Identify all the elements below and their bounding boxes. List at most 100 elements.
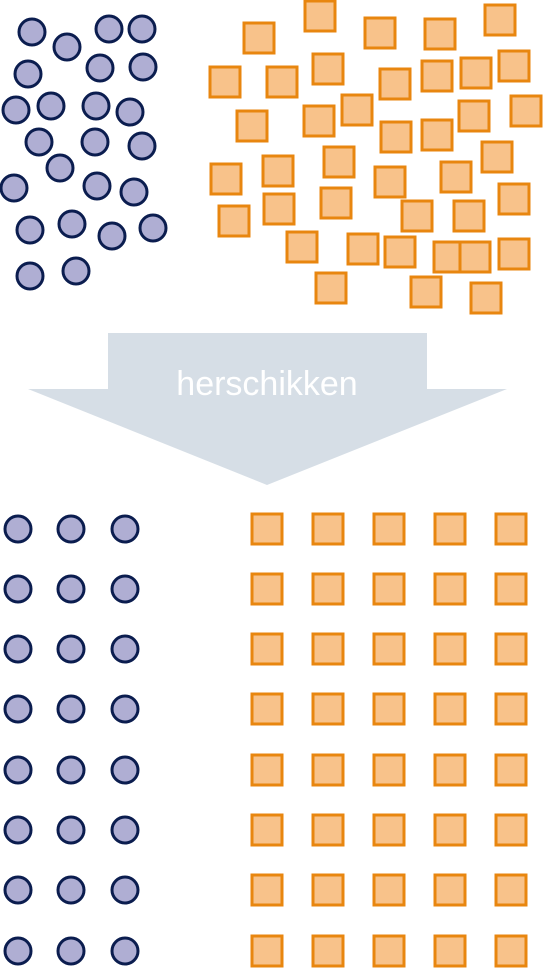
scattered-squares-group	[208, 0, 543, 315]
arranged-circle	[110, 815, 140, 845]
scattered-circle	[57, 209, 87, 239]
scattered-square	[497, 49, 531, 83]
arranged-circle	[56, 514, 86, 544]
scattered-circle	[97, 221, 127, 251]
arranged-circles-grid	[3, 514, 140, 966]
arranged-square	[311, 813, 345, 847]
arranged-square	[250, 813, 284, 847]
arranged-square	[433, 753, 467, 787]
arranged-square	[494, 753, 528, 787]
scattered-circle	[94, 14, 124, 44]
scattered-circle	[15, 261, 45, 291]
scattered-square	[235, 109, 269, 143]
arranged-square	[494, 512, 528, 546]
arranged-square	[250, 632, 284, 666]
scattered-square	[452, 199, 486, 233]
scattered-square	[423, 17, 457, 51]
arranged-circle	[56, 634, 86, 664]
scattered-square	[409, 275, 443, 309]
arranged-square	[250, 873, 284, 907]
arranged-square	[372, 873, 406, 907]
arranged-square	[372, 572, 406, 606]
scattered-circle	[138, 213, 168, 243]
scattered-square	[483, 3, 517, 37]
arranged-circle	[3, 875, 33, 905]
scattered-circle	[15, 215, 45, 245]
scattered-square	[262, 192, 296, 226]
arranged-square	[372, 512, 406, 546]
scattered-square	[285, 230, 319, 264]
scattered-square	[363, 16, 397, 50]
scattered-square	[242, 21, 276, 55]
arranged-square	[250, 692, 284, 726]
scattered-circle	[119, 177, 149, 207]
arranged-circle	[3, 815, 33, 845]
arranged-circle	[3, 936, 33, 966]
scattered-square	[311, 52, 345, 86]
arranged-circle	[110, 694, 140, 724]
arranged-square	[433, 512, 467, 546]
arranged-square	[372, 813, 406, 847]
arranged-circle	[110, 574, 140, 604]
arranged-square	[250, 512, 284, 546]
scattered-square	[509, 94, 543, 128]
arranged-square	[372, 934, 406, 968]
arranged-circle	[110, 936, 140, 966]
scattered-square	[383, 235, 417, 269]
arranged-squares-grid	[250, 512, 528, 968]
arranged-square	[372, 632, 406, 666]
scattered-square	[480, 140, 514, 174]
arranged-square	[433, 632, 467, 666]
scattered-circle	[52, 32, 82, 62]
arranged-square	[433, 813, 467, 847]
scattered-square	[208, 65, 242, 99]
arranged-circle	[3, 694, 33, 724]
arranged-circle	[56, 815, 86, 845]
scattered-square	[497, 182, 531, 216]
scattered-square	[497, 237, 531, 271]
scattered-circle	[0, 173, 29, 203]
scattered-square	[400, 199, 434, 233]
arranged-square	[494, 572, 528, 606]
scattered-square	[302, 104, 336, 138]
scattered-square	[346, 232, 380, 266]
scattered-square	[209, 162, 243, 196]
scattered-square	[303, 0, 337, 33]
scattered-circle	[82, 171, 112, 201]
scattered-circle	[127, 131, 157, 161]
scattered-circle	[36, 91, 66, 121]
scattered-square	[322, 145, 356, 179]
arranged-circle	[56, 936, 86, 966]
arranged-square	[311, 753, 345, 787]
arranged-square	[433, 692, 467, 726]
arranged-square	[250, 572, 284, 606]
arranged-square	[311, 572, 345, 606]
scattered-square	[340, 93, 374, 127]
arranged-square	[372, 692, 406, 726]
arranged-square	[494, 632, 528, 666]
rearrange-arrow: herschikken	[28, 333, 507, 485]
arrow-label: herschikken	[176, 365, 357, 403]
arranged-circle	[56, 755, 86, 785]
scattered-square	[319, 186, 353, 220]
scattered-circle	[127, 14, 157, 44]
arranged-square	[250, 753, 284, 787]
scattered-square	[459, 56, 493, 90]
scattered-circle	[1, 95, 31, 125]
scattered-square	[217, 204, 251, 238]
scattered-square	[379, 120, 413, 154]
scattered-circle	[115, 97, 145, 127]
arranged-square	[494, 873, 528, 907]
scattered-square	[314, 271, 348, 305]
scattered-circle	[85, 53, 115, 83]
arranged-circle	[3, 514, 33, 544]
scattered-square	[265, 65, 299, 99]
scattered-square	[261, 154, 295, 188]
arranged-square	[494, 813, 528, 847]
scattered-square	[457, 99, 491, 133]
arranged-square	[311, 934, 345, 968]
arranged-circle	[110, 514, 140, 544]
scattered-circle	[80, 127, 110, 157]
arranged-circle	[3, 755, 33, 785]
arrow-shape	[28, 333, 507, 485]
